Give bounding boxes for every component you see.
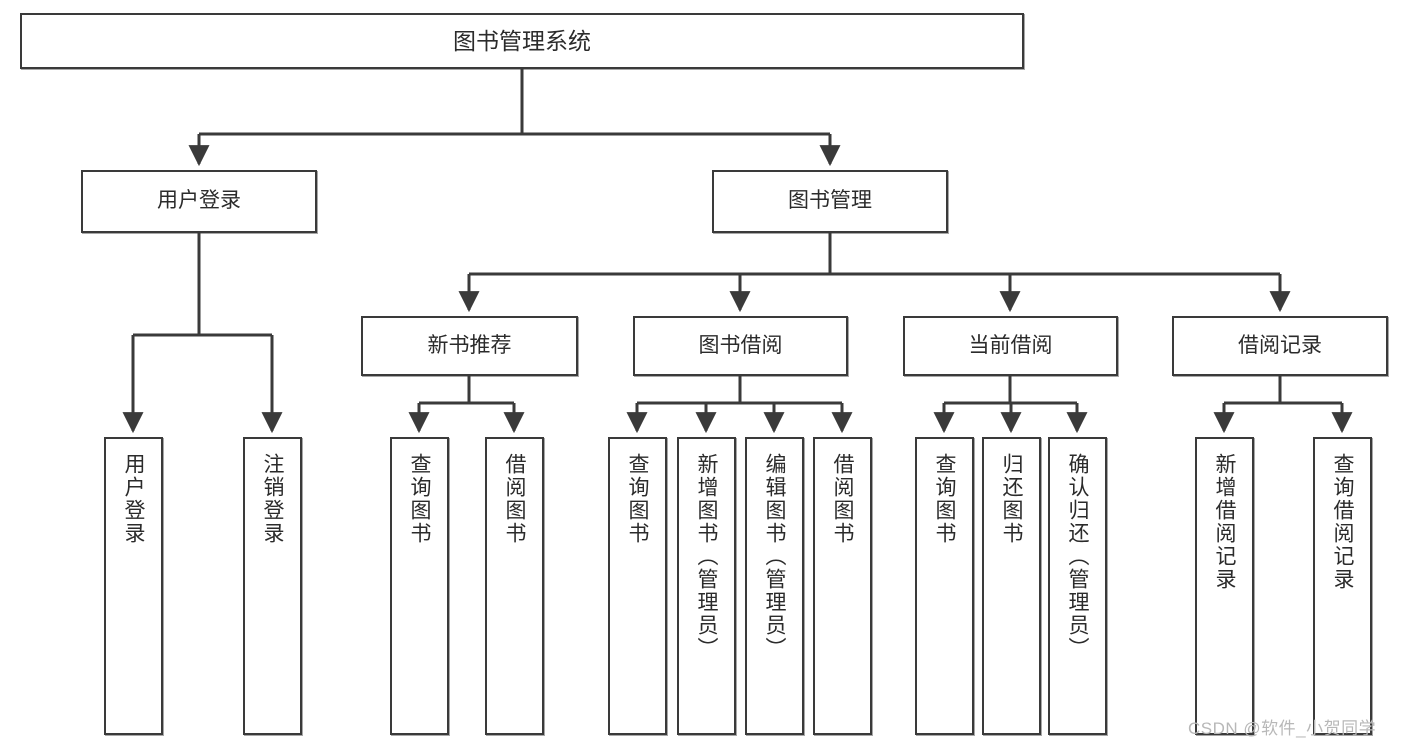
node-user-login[interactable]: 用户登录	[81, 170, 317, 233]
node-leaf-record-query[interactable]: 查询借阅记录	[1313, 437, 1372, 735]
node-leaf-user-login-label: 用户登录	[122, 453, 145, 545]
node-leaf-borrow-add-book-label: 新增图书（管理员）	[695, 453, 718, 660]
node-leaf-current-confirm-return-label: 确认归还（管理员）	[1066, 453, 1089, 660]
node-leaf-current-return-book-label: 归还图书	[1000, 453, 1023, 545]
node-leaf-newbook-borrow-book[interactable]: 借阅图书	[485, 437, 544, 735]
node-leaf-current-return-book[interactable]: 归还图书	[982, 437, 1041, 735]
node-book-management[interactable]: 图书管理	[712, 170, 948, 233]
node-borrow-record[interactable]: 借阅记录	[1172, 316, 1388, 376]
node-root-system[interactable]: 图书管理系统	[20, 13, 1024, 69]
node-leaf-user-login[interactable]: 用户登录	[104, 437, 163, 735]
node-leaf-newbook-query-book-label: 查询图书	[408, 453, 431, 545]
node-leaf-current-confirm-return[interactable]: 确认归还（管理员）	[1048, 437, 1107, 735]
node-book-borrow-label: 图书借阅	[698, 333, 783, 357]
node-leaf-newbook-query-book[interactable]: 查询图书	[390, 437, 449, 735]
node-user-login-label: 用户登录	[157, 189, 241, 213]
node-current-borrow[interactable]: 当前借阅	[903, 316, 1118, 376]
node-book-borrow[interactable]: 图书借阅	[633, 316, 848, 376]
node-leaf-borrow-edit-book-label: 编辑图书（管理员）	[763, 453, 786, 660]
node-leaf-record-query-label: 查询借阅记录	[1331, 453, 1354, 591]
node-new-book-recommend[interactable]: 新书推荐	[361, 316, 578, 376]
node-leaf-borrow-query-book-label: 查询图书	[626, 453, 649, 545]
node-leaf-logout[interactable]: 注销登录	[243, 437, 302, 735]
node-borrow-record-label: 借阅记录	[1238, 333, 1322, 357]
node-leaf-borrow-query-book[interactable]: 查询图书	[608, 437, 667, 735]
node-current-borrow-label: 当前借阅	[968, 333, 1053, 357]
node-leaf-current-query-book[interactable]: 查询图书	[915, 437, 974, 735]
node-leaf-borrow-borrow-book-label: 借阅图书	[831, 453, 854, 545]
node-new-book-recommend-label: 新书推荐	[427, 333, 512, 357]
node-leaf-record-add[interactable]: 新增借阅记录	[1195, 437, 1254, 735]
node-leaf-borrow-edit-book[interactable]: 编辑图书（管理员）	[745, 437, 804, 735]
node-book-management-label: 图书管理	[788, 189, 872, 213]
node-leaf-logout-label: 注销登录	[261, 453, 284, 545]
node-leaf-current-query-book-label: 查询图书	[933, 453, 956, 545]
node-leaf-borrow-add-book[interactable]: 新增图书（管理员）	[677, 437, 736, 735]
node-root-system-label: 图书管理系统	[453, 27, 591, 54]
node-leaf-borrow-borrow-book[interactable]: 借阅图书	[813, 437, 872, 735]
node-leaf-record-add-label: 新增借阅记录	[1213, 453, 1236, 591]
node-leaf-newbook-borrow-book-label: 借阅图书	[503, 453, 526, 545]
